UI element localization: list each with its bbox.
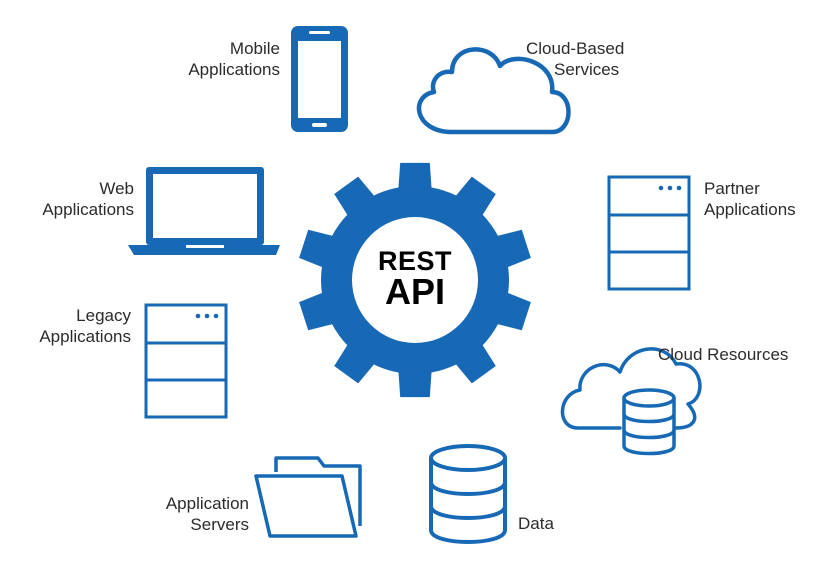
label-line: Web — [99, 179, 134, 198]
laptop-icon — [128, 167, 280, 255]
node-label-app-servers: Application Servers — [166, 493, 249, 535]
cloud-icon — [416, 47, 571, 135]
node-label-mobile: Mobile Applications — [188, 38, 280, 80]
label-line: Servers — [190, 515, 249, 534]
server-rack-icon — [607, 175, 691, 291]
label-line: Applications — [704, 200, 796, 219]
node-label-web: Web Applications — [42, 178, 134, 220]
label-line: Cloud Resources — [658, 345, 789, 364]
node-label-data: Data — [518, 513, 554, 534]
smartphone-icon — [291, 26, 348, 132]
cloud-database-icon — [560, 347, 702, 456]
folder-icon — [254, 456, 362, 538]
gear-icon — [299, 162, 531, 398]
node-label-legacy: Legacy Applications — [39, 305, 131, 347]
label-line: Mobile — [229, 39, 280, 58]
label-line: Applications — [188, 60, 280, 79]
node-label-cloud-resources: Cloud Resources — [658, 344, 788, 365]
label-line: Applications — [42, 200, 134, 219]
label-line: Data — [518, 514, 554, 533]
label-line: Partner — [704, 179, 760, 198]
rest-label: REST — [377, 246, 452, 276]
label-line: Legacy — [76, 306, 131, 325]
label-line: Services — [554, 60, 620, 79]
database-icon — [429, 444, 507, 544]
node-label-partner: Partner Applications — [704, 178, 796, 220]
label-line: Application — [165, 494, 249, 513]
server-rack-icon — [144, 303, 228, 419]
label-line: Applications — [39, 327, 131, 346]
api-label: API — [384, 271, 445, 312]
label-line: Cloud-Based — [526, 39, 625, 58]
node-label-cloud-services: Cloud-Based Services — [526, 38, 624, 80]
